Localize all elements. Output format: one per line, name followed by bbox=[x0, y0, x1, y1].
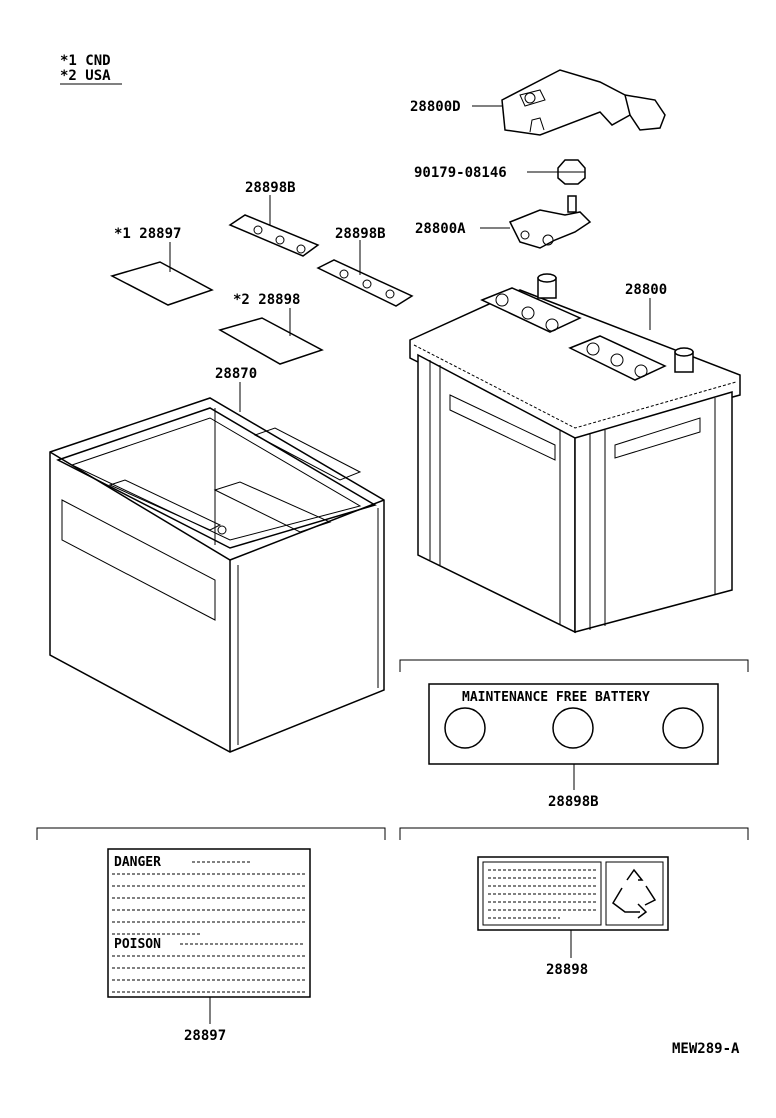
poison-heading: POISON bbox=[114, 937, 161, 952]
recycle-text-lines bbox=[488, 869, 596, 919]
indicator-circle-1 bbox=[444, 707, 486, 749]
label-strip-2 bbox=[316, 259, 414, 307]
indicator-circle-3 bbox=[662, 707, 704, 749]
recycle-icon bbox=[612, 868, 657, 919]
sticker-28898 bbox=[218, 317, 324, 365]
danger-text-lines bbox=[112, 873, 305, 935]
part-label-sticker-1: *1 28897 bbox=[114, 226, 181, 242]
figure-code: MEW289-A bbox=[672, 1041, 740, 1057]
nut-part bbox=[557, 159, 586, 185]
part-label-maintenance: 28898B bbox=[548, 794, 599, 810]
label-strip-1 bbox=[228, 214, 320, 257]
legend-note-1: *1 CND bbox=[60, 53, 111, 69]
panel-bracket-recycle bbox=[399, 827, 749, 840]
part-label-strip-1: 28898B bbox=[245, 180, 296, 196]
part-label-recycle: 28898 bbox=[546, 962, 588, 978]
danger-label-panel bbox=[107, 848, 311, 998]
part-label-sticker-2: *2 28898 bbox=[233, 292, 300, 308]
panel-bracket-danger bbox=[36, 827, 386, 840]
part-label-tray: 28870 bbox=[215, 366, 257, 382]
danger-heading: DANGER bbox=[114, 855, 161, 870]
legend-note-2: *2 USA bbox=[60, 68, 111, 84]
battery-tray-part bbox=[49, 397, 385, 753]
recycle-symbol-box bbox=[605, 861, 664, 926]
part-label-battery: 28800 bbox=[625, 282, 667, 298]
part-label-clamp: 28800A bbox=[415, 221, 466, 237]
recycle-text-box bbox=[482, 861, 602, 926]
terminal-cover-part bbox=[501, 69, 666, 136]
maintenance-title: MAINTENANCE FREE BATTERY bbox=[462, 690, 650, 705]
part-label-strip-2: 28898B bbox=[335, 226, 386, 242]
part-label-nut: 90179-08146 bbox=[414, 165, 507, 181]
panel-bracket-maintenance bbox=[399, 659, 749, 672]
sticker-28897 bbox=[109, 261, 214, 306]
indicator-circle-2 bbox=[552, 707, 594, 749]
part-label-cover: 28800D bbox=[410, 99, 461, 115]
part-label-danger: 28897 bbox=[184, 1028, 226, 1044]
terminal-clamp-part bbox=[508, 195, 592, 249]
recycle-label-panel bbox=[477, 856, 669, 931]
battery-part bbox=[409, 273, 741, 634]
poison-text-lines bbox=[112, 943, 305, 993]
